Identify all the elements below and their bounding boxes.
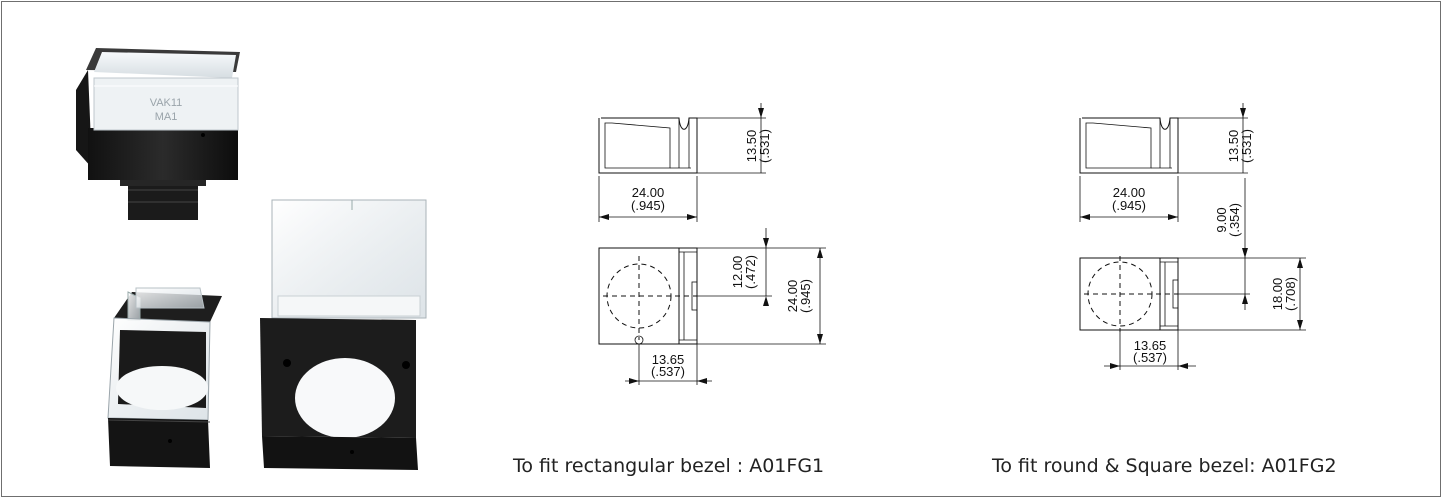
photo-guard-open: [260, 199, 427, 470]
caption-rectangular-bezel: To fit rectangular bezel : A01FG1: [513, 455, 825, 477]
cap-legend-1: VAK11: [150, 97, 183, 109]
d1-full-in: (.945): [798, 279, 813, 313]
d1-half-in: (.472): [743, 255, 758, 289]
cap-legend-2: MA1: [155, 111, 178, 123]
drawing-rect-top-view: [598, 103, 766, 222]
d2-depth-in: (.537): [1133, 350, 1167, 365]
d2-half-in: (.354): [1227, 203, 1242, 237]
photo-guard-closed: [107, 287, 222, 468]
d1-height-mm: 13.50: [744, 130, 759, 163]
d2-height-mm: 13.50: [1226, 130, 1241, 163]
d2-full-mm: 18.00: [1270, 278, 1285, 311]
drawing-round-top-view: [1079, 103, 1248, 222]
d1-depth-in: (.537): [651, 364, 685, 379]
d1-height-in: (.531): [757, 129, 772, 163]
drawing-rect-front-view: [598, 228, 826, 385]
caption-round-square-bezel: To fit round & Square bezel: A01FG2: [992, 455, 1337, 477]
d2-full-in: (.708): [1283, 277, 1298, 311]
d1-full-mm: 24.00: [785, 280, 800, 313]
d1-width-mm: 24.00: [632, 185, 665, 200]
d2-half-mm: 9.00: [1214, 207, 1229, 232]
drawing-round-front-view: [1079, 178, 1306, 370]
d2-width-in: (.945): [1112, 198, 1146, 213]
d1-width-in: (.945): [631, 198, 665, 213]
d2-depth-mm: 13.65: [1134, 338, 1167, 353]
d1-depth-mm: 13.65: [652, 352, 685, 367]
d2-height-in: (.531): [1239, 129, 1254, 163]
d2-width-mm: 24.00: [1113, 185, 1146, 200]
photo-switch-with-cap: VAK11 MA1: [76, 48, 240, 220]
d1-half-mm: 12.00: [730, 256, 745, 289]
